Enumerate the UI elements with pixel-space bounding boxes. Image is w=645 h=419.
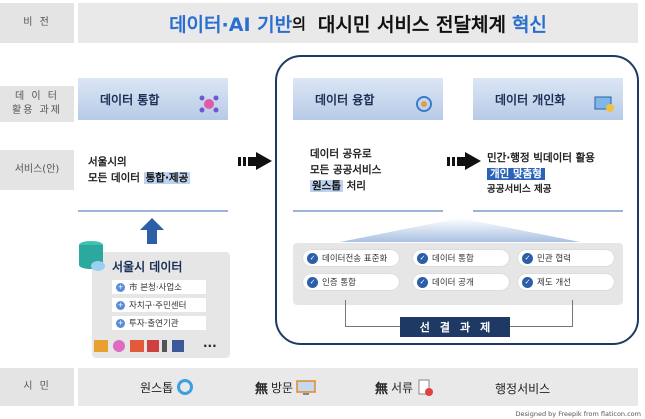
service-personal-line3: 공공서비스 제공 bbox=[487, 184, 552, 195]
plus-icon: + bbox=[116, 318, 125, 328]
facebook-icon bbox=[172, 340, 184, 352]
citizen-onestop: 원스톱 bbox=[140, 378, 194, 396]
seoul-data-item-label: 자치구·주민센터 bbox=[129, 301, 187, 311]
service-fusion-text: 데이터 공유로 모든 공공서비스 원스톱 처리 bbox=[310, 146, 381, 194]
refresh-icon bbox=[177, 379, 194, 395]
service-personal-line2: 개인 맞춤형 bbox=[487, 166, 595, 182]
seoul-data-title: 서울시 데이터 bbox=[112, 260, 183, 274]
seoul-data-item-label: 市 본청·사업소 bbox=[129, 283, 183, 293]
up-chevron-shape bbox=[340, 218, 580, 242]
task-tag-auth: ✓ 인증 통합 bbox=[303, 274, 399, 290]
header-fusion-label: 데이터 융합 bbox=[315, 92, 375, 107]
service-personal-line1: 민간·행정 빅데이터 활용 bbox=[487, 152, 595, 164]
arrow-right-2 bbox=[447, 152, 481, 170]
check-icon: ✓ bbox=[522, 252, 533, 264]
service-fusion-highlight: 원스톱 bbox=[310, 180, 343, 192]
vision-title-part4: 혁신 bbox=[511, 13, 547, 36]
film-icon bbox=[130, 340, 144, 352]
service-fusion-line1: 데이터 공유로 bbox=[310, 148, 372, 160]
document-icon bbox=[418, 379, 434, 396]
check-icon: ✓ bbox=[522, 276, 533, 288]
citizen-admin-service-label: 행정서비스 bbox=[495, 382, 551, 396]
seoul-data-item-agencies: + 투자·출연기관 bbox=[112, 316, 206, 330]
task-tag-label: 제도 개선 bbox=[537, 278, 571, 288]
vision-title-part3: 대시민 서비스 전달체계 bbox=[317, 13, 506, 36]
service-fusion-line3: 원스톱 처리 bbox=[310, 178, 381, 194]
seoul-data-item-district: + 자치구·주민센터 bbox=[112, 298, 206, 312]
service-integration-line2-pre: 모든 데이터 bbox=[88, 172, 144, 184]
monitor-user-icon bbox=[594, 96, 614, 112]
service-integration-line2: 모든 데이터 통합·제공 bbox=[88, 170, 191, 186]
arrow-right-1 bbox=[238, 152, 272, 170]
task-tag-regulation: ✓ 제도 개선 bbox=[518, 274, 614, 290]
service-integration-underline bbox=[78, 210, 228, 212]
service-integration-line1: 서울시의 bbox=[88, 156, 127, 168]
vision-title: 데이터·AI 기반 의 대시민 서비스 전달체계 혁신 bbox=[78, 3, 638, 43]
task-tag-label: 데이터 공개 bbox=[432, 278, 474, 288]
service-personal-text: 민간·행정 빅데이터 활용 개인 맞춤형 공공서비스 제공 bbox=[487, 150, 595, 198]
header-fusion: 데이터 융합 bbox=[293, 78, 443, 120]
task-tag-standardization: ✓ 데이터전송 표준화 bbox=[303, 250, 399, 266]
more-apps-ellipsis: ... bbox=[203, 336, 217, 350]
task-tag-label: 데이터 통합 bbox=[432, 254, 474, 264]
citizen-no-doc-bold: 無 bbox=[375, 382, 389, 397]
citizen-no-visit: 無 방문 bbox=[255, 378, 316, 397]
service-fusion-underline bbox=[293, 210, 443, 212]
service-fusion-line2: 모든 공공서비스 bbox=[310, 164, 382, 176]
row-label-service: 서비스(안) bbox=[0, 150, 74, 190]
task-tag-label: 민관 협력 bbox=[537, 254, 571, 264]
service-fusion-line3-post: 처리 bbox=[342, 180, 366, 192]
computer-icon bbox=[296, 379, 316, 395]
citizen-no-visit-label: 방문 bbox=[271, 381, 294, 395]
header-personalization-label: 데이터 개인화 bbox=[495, 92, 566, 107]
row-label-tasks: 데 이 터 활용 과제 bbox=[0, 86, 74, 122]
citizen-no-documents: 無 서류 bbox=[375, 378, 434, 397]
network-icon bbox=[199, 95, 219, 113]
check-icon: ✓ bbox=[417, 276, 428, 288]
task-tag-cooperation: ✓ 민관 협력 bbox=[518, 250, 614, 266]
task-tag-open-data: ✓ 데이터 공개 bbox=[413, 274, 509, 290]
header-integration: 데이터 통합 bbox=[78, 78, 228, 120]
citizen-admin-service: 행정서비스 bbox=[495, 380, 550, 397]
plus-icon: + bbox=[116, 282, 125, 292]
header-personalization: 데이터 개인화 bbox=[473, 78, 623, 120]
check-icon: ✓ bbox=[307, 252, 318, 264]
check-icon: ✓ bbox=[417, 252, 428, 264]
plus-icon: + bbox=[116, 300, 125, 310]
mic-icon bbox=[162, 340, 167, 352]
youtube-icon bbox=[147, 340, 159, 352]
row-label-vision: 비 전 bbox=[0, 3, 74, 43]
vision-title-part1: 데이터·AI 기반 bbox=[169, 13, 293, 36]
notebook-icon bbox=[94, 340, 108, 352]
check-icon: ✓ bbox=[307, 276, 318, 288]
seoul-data-item-label: 투자·출연기관 bbox=[129, 319, 179, 329]
share-icon bbox=[416, 96, 432, 112]
seoul-data-item-cityhall: + 市 본청·사업소 bbox=[112, 280, 206, 294]
service-integration-text: 서울시의 모든 데이터 통합·제공 bbox=[88, 154, 191, 186]
citizen-onestop-label: 원스톱 bbox=[140, 380, 174, 395]
app-icons-row bbox=[94, 340, 184, 352]
citizen-no-visit-bold: 無 bbox=[255, 382, 269, 397]
credit-text: Designed by Freepik from flaticon.com bbox=[515, 410, 641, 418]
citizen-no-doc-label: 서류 bbox=[391, 381, 414, 395]
service-integration-highlight: 통합·제공 bbox=[143, 172, 191, 184]
up-arrow-icon bbox=[140, 218, 164, 244]
task-tag-label: 데이터전송 표준화 bbox=[322, 254, 388, 264]
citizen-bar bbox=[78, 368, 638, 406]
service-personal-underline bbox=[473, 210, 623, 212]
task-tag-label: 인증 통합 bbox=[322, 278, 356, 288]
prerequisite-tasks-label: 선결과제 bbox=[400, 317, 510, 337]
row-label-citizen: 시 민 bbox=[0, 368, 74, 406]
vision-title-part2: 의 bbox=[292, 14, 306, 33]
flower-icon bbox=[113, 340, 125, 352]
task-tag-integration: ✓ 데이터 통합 bbox=[413, 250, 509, 266]
database-icon bbox=[79, 241, 105, 271]
header-integration-label: 데이터 통합 bbox=[100, 92, 160, 107]
service-personal-highlight: 개인 맞춤형 bbox=[487, 168, 545, 180]
